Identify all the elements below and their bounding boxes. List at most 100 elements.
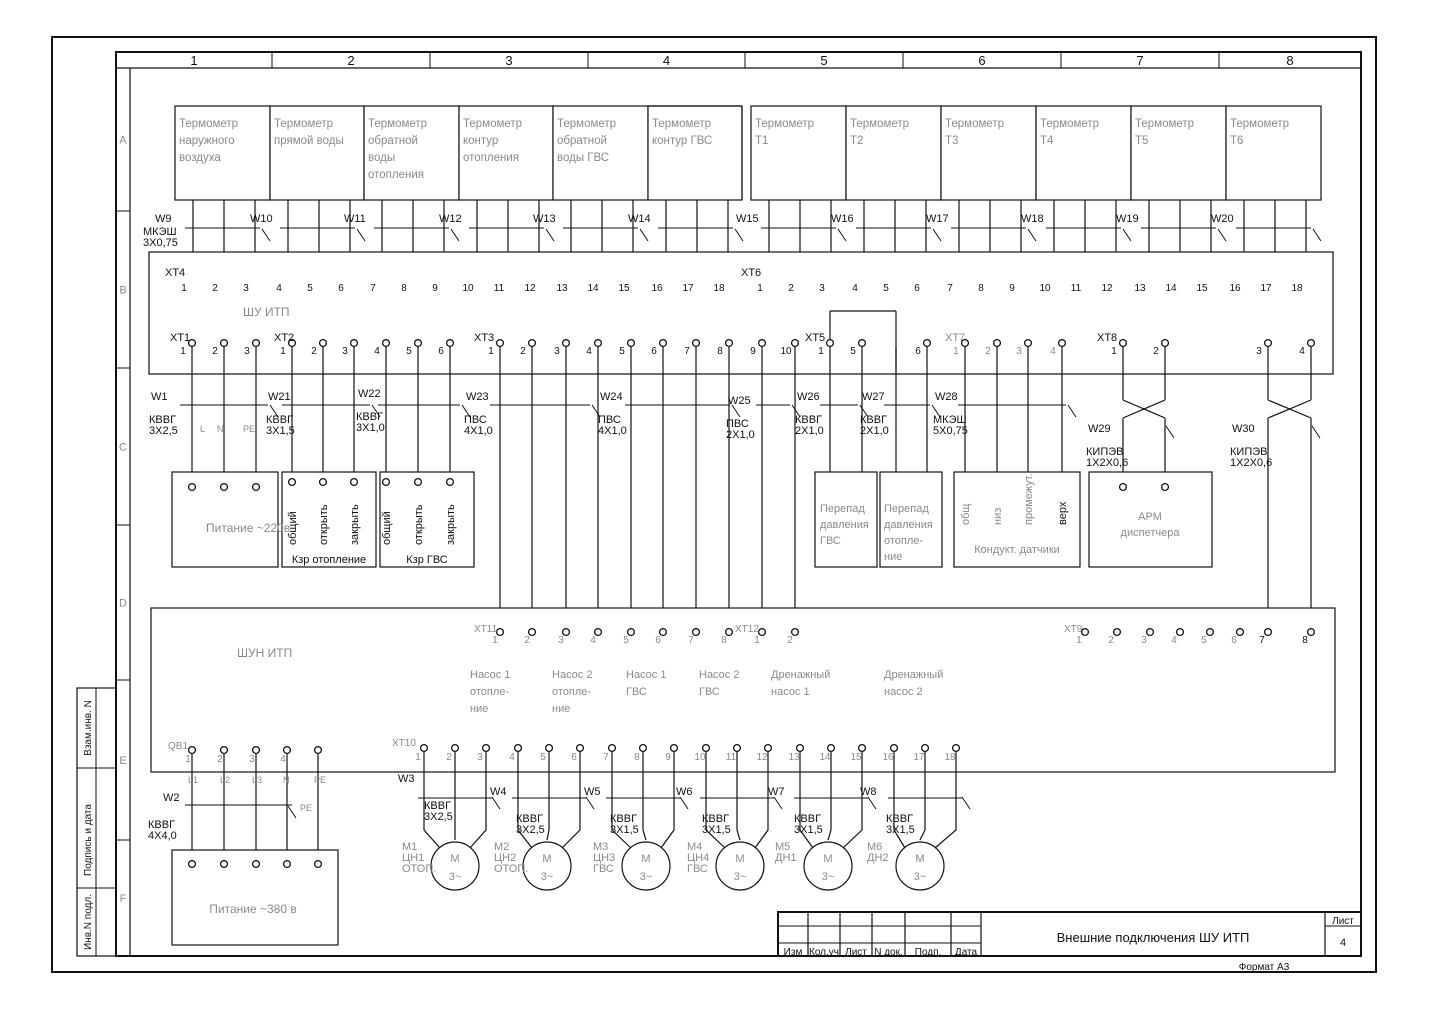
terminal-number: 4 xyxy=(1050,346,1056,357)
terminal-block-id: XT7 xyxy=(945,332,965,344)
cable-id: W19 xyxy=(1116,213,1139,225)
motor-wire xyxy=(517,798,533,849)
column-number: 4 xyxy=(663,53,670,68)
terminal-mid xyxy=(960,338,970,348)
sensor-label: прямой воды xyxy=(274,135,344,147)
cable-spec: 3Х1,5 xyxy=(702,824,731,836)
terminal-block-id: XT12 xyxy=(735,624,759,635)
sensor-label: воздуха xyxy=(179,152,221,164)
terminal-number: 1 xyxy=(757,283,763,294)
shu-itp-panel xyxy=(148,251,1334,375)
inner-border xyxy=(115,51,1362,957)
motor-phase: 3~ xyxy=(640,871,653,883)
dp-heat-box xyxy=(879,471,943,568)
terminal-xt10 xyxy=(481,743,491,753)
sensor-box xyxy=(1035,105,1132,201)
terminal-number: 3 xyxy=(342,346,348,357)
cable-spec: 3Х0,75 xyxy=(143,237,178,249)
cable-mark xyxy=(491,796,501,810)
motor-label: M1 xyxy=(402,841,417,853)
terminal-number: 11 xyxy=(494,283,505,294)
terminal-number: 18 xyxy=(713,283,725,294)
sensor-label: Термометр xyxy=(179,118,238,130)
terminal-xt10 xyxy=(669,743,679,753)
sensor-label: Термометр xyxy=(1230,118,1289,130)
terminal-number: 17 xyxy=(913,752,925,763)
drawing-title: Внешние подключения ШУ ИТП xyxy=(1057,930,1250,945)
cable-spec: 3Х2,5 xyxy=(516,824,545,836)
cable-id: W18 xyxy=(1021,213,1044,225)
terminal-number: 8 xyxy=(717,346,723,357)
sensor-label: T6 xyxy=(1230,135,1243,147)
cable-id: W1 xyxy=(151,391,168,403)
terminal-xt10 xyxy=(575,743,585,753)
motor-letter: M xyxy=(823,853,832,865)
motor-label: M6 xyxy=(867,841,882,853)
terminal-xt10 xyxy=(763,743,773,753)
terminal-number: 3 xyxy=(1141,635,1147,646)
dp-gvs-box xyxy=(814,471,878,568)
valve-label: Кзр ГВС xyxy=(406,554,448,566)
motor-wire xyxy=(642,798,647,841)
terminal-number: 2 xyxy=(985,346,991,357)
cable-mark xyxy=(1165,425,1175,439)
terminal-xt10 xyxy=(889,743,899,753)
cable-mark xyxy=(731,404,741,418)
terminal-number: 2 xyxy=(787,635,793,646)
shun-itp-panel xyxy=(150,607,1336,773)
terminal-number: 13 xyxy=(1134,283,1146,294)
terminal-block-id: XT5 xyxy=(805,332,825,344)
valve-heat-box xyxy=(281,471,377,568)
terminal-shun xyxy=(1205,627,1215,637)
cable-id: W13 xyxy=(533,213,556,225)
terminal-number: 9 xyxy=(665,752,671,763)
terminal-number: 14 xyxy=(1165,283,1177,294)
cable-mark xyxy=(1122,228,1132,242)
dp-label: ГВС xyxy=(820,535,841,547)
terminal-number: 4 xyxy=(1171,635,1177,646)
sensor-box xyxy=(1130,105,1227,201)
pump-label: Насос 1 xyxy=(470,669,510,681)
cable-mark xyxy=(961,796,971,810)
cable-id: W28 xyxy=(935,391,958,403)
terminal-number: 7 xyxy=(688,635,694,646)
terminal-number: 2 xyxy=(520,346,526,357)
cable-spec: КВВГ xyxy=(266,414,293,426)
cable-mark xyxy=(932,228,942,242)
cable-mark xyxy=(773,796,783,810)
column-number: 5 xyxy=(820,53,827,68)
title-header: Подп. xyxy=(915,947,942,958)
panel-label: ШУ ИТП xyxy=(243,305,290,319)
cable-spec: 5Х0,75 xyxy=(933,425,968,437)
terminal-number: 17 xyxy=(1260,283,1272,294)
cable-id: W15 xyxy=(736,213,759,225)
terminal-number: 1 xyxy=(280,346,286,357)
motor-symbol xyxy=(522,841,572,891)
terminal-shun xyxy=(658,627,668,637)
terminal-qb xyxy=(282,745,292,755)
motor-phase: 3~ xyxy=(914,871,927,883)
terminal-shun xyxy=(1235,627,1245,637)
pump-label: ГВС xyxy=(626,686,647,698)
terminal-number: 6 xyxy=(651,346,657,357)
terminal-xt10 xyxy=(607,743,617,753)
cable-mark xyxy=(867,796,877,810)
cable-mark xyxy=(1217,228,1227,242)
terminal-number: 8 xyxy=(401,283,407,294)
terminal-bottom xyxy=(381,477,391,487)
terminal-bottom xyxy=(187,859,197,869)
cable-id: W21 xyxy=(268,391,291,403)
terminal-shun xyxy=(1112,627,1122,637)
terminal-number: 4 xyxy=(590,635,596,646)
cable-id: W3 xyxy=(398,773,415,785)
terminal-number: 7 xyxy=(947,283,953,294)
terminal-number: 2 xyxy=(788,283,794,294)
cable-mark xyxy=(269,404,279,418)
valve-terminal: общий xyxy=(287,511,299,545)
cable-id: W27 xyxy=(862,391,885,403)
terminal-number: 4 xyxy=(276,283,282,294)
cable-spec: 2Х1,0 xyxy=(860,425,889,437)
valve-terminal: общий xyxy=(381,511,393,545)
pump-label: насос 2 xyxy=(884,686,923,698)
